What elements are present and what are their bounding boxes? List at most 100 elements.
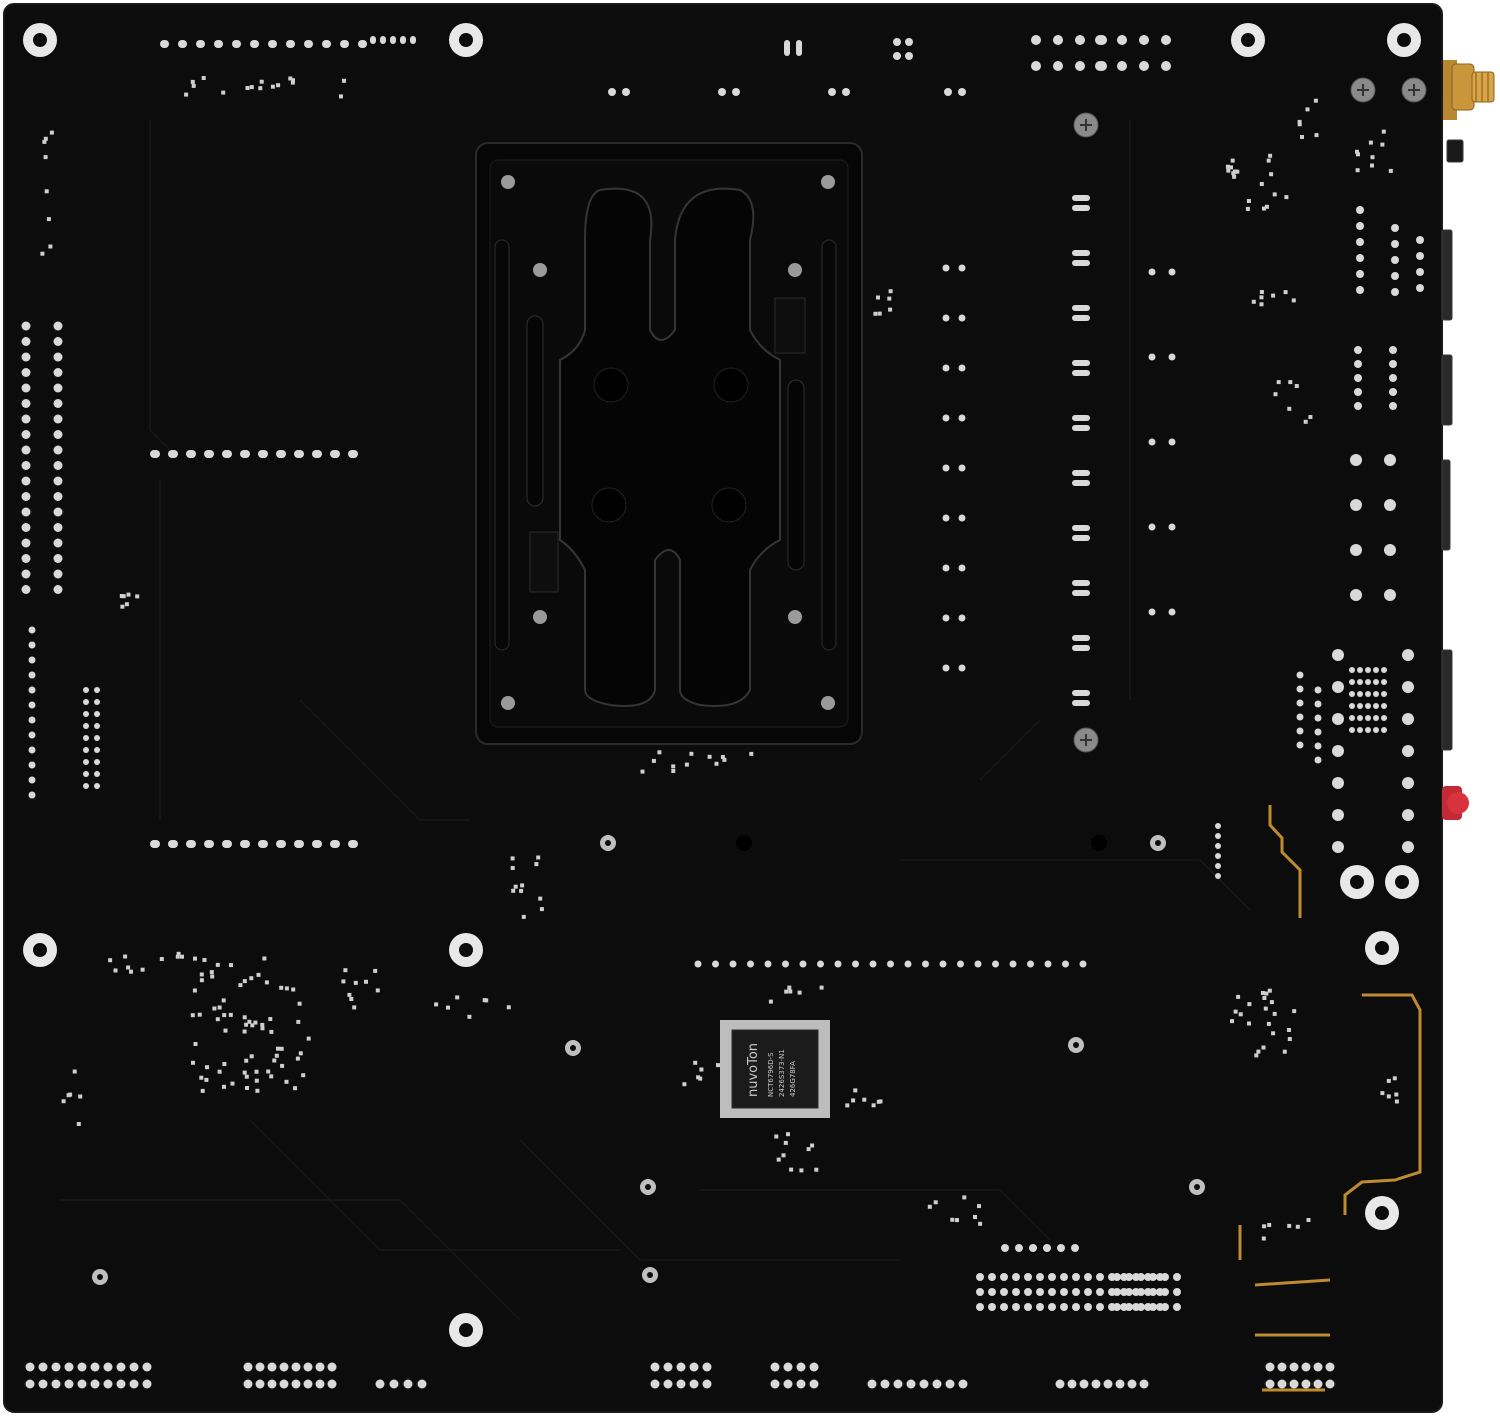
- dimm-pad: [1072, 580, 1090, 586]
- mounting-hole-center: [1375, 1206, 1389, 1220]
- smd-pad: [288, 76, 293, 81]
- smd-pad: [1266, 158, 1271, 163]
- smd-pad: [693, 1060, 698, 1065]
- io-pin: [1332, 809, 1344, 821]
- bottom-header-pin: [988, 1273, 996, 1281]
- pcie-pad: [168, 450, 178, 458]
- trace: [149, 120, 171, 451]
- solder-dot: [1127, 1379, 1137, 1389]
- left-header-pin: [28, 656, 36, 664]
- pcie-pad: [222, 450, 232, 458]
- dimm-pad: [1072, 470, 1090, 476]
- pcie-pad: [258, 450, 268, 458]
- smd-pad: [1313, 98, 1318, 103]
- smd-pad: [873, 311, 878, 316]
- solder-dot: [958, 1379, 968, 1389]
- solder-dot: [1354, 346, 1362, 354]
- pcie-pad: [330, 450, 340, 458]
- smd-pad: [352, 1005, 357, 1010]
- io-pin: [1402, 649, 1414, 661]
- cpu-backplate: [475, 142, 863, 745]
- smd-pad: [1225, 164, 1230, 169]
- smd-pad: [707, 754, 712, 759]
- smd-pad: [129, 969, 133, 974]
- smd-pad: [722, 757, 727, 762]
- smd-pad: [212, 1006, 217, 1011]
- smd-pad: [1268, 153, 1273, 158]
- left-header-pin: [21, 399, 31, 408]
- dimm-pad: [1072, 535, 1090, 541]
- screw-slot: [1408, 84, 1420, 96]
- solder-dot: [1137, 1273, 1145, 1281]
- smd-pad: [1305, 107, 1310, 112]
- smd-pad: [787, 985, 792, 990]
- io-grid-pin: [1365, 715, 1371, 721]
- backplate-screw: [821, 696, 835, 710]
- smd-pad: [199, 978, 204, 983]
- solder-dot: [893, 52, 901, 60]
- smd-pad: [126, 965, 131, 970]
- smd-pad: [184, 92, 189, 97]
- solder-dot: [919, 1379, 929, 1389]
- solder-dot: [1139, 1379, 1149, 1389]
- smd-pad: [222, 1062, 227, 1066]
- bottom-edge-pin: [38, 1362, 48, 1372]
- left-header-pin: [28, 746, 36, 754]
- solder-dot: [992, 960, 999, 968]
- smd-pad: [205, 1065, 209, 1070]
- io-pin: [1350, 454, 1362, 466]
- backplate-screw: [788, 610, 802, 624]
- solder-dot: [942, 464, 950, 472]
- solder-dot: [1079, 1379, 1089, 1389]
- io-grid-pin: [1373, 667, 1379, 673]
- smd-pad: [199, 1075, 204, 1080]
- bottom-header-pin: [976, 1273, 984, 1281]
- smd-pad: [1287, 1223, 1292, 1228]
- trace: [60, 1199, 521, 1321]
- left-header-pin: [21, 554, 31, 563]
- solder-pad: [214, 40, 223, 48]
- solder-dot: [94, 759, 100, 765]
- trace: [700, 1189, 1051, 1241]
- pcie-pad: [150, 450, 160, 458]
- left-header-pin: [53, 507, 63, 517]
- left-header-pin: [21, 507, 31, 517]
- solder-dot: [1149, 1273, 1157, 1281]
- smd-pad: [1251, 299, 1256, 304]
- smd-pad: [1245, 206, 1250, 211]
- smd-pad: [1287, 406, 1292, 411]
- mounting-hole-center: [459, 1323, 473, 1337]
- pcie-pad: [276, 840, 286, 848]
- smd-pad: [279, 985, 284, 990]
- solder-dot: [1354, 402, 1362, 410]
- smd-pad: [1259, 182, 1264, 186]
- solder-pad: [370, 36, 376, 44]
- pcie-pad: [294, 840, 304, 848]
- bottom-edge-pin: [129, 1362, 139, 1372]
- smd-pad: [43, 136, 48, 141]
- smd-pad: [806, 1147, 811, 1152]
- solder-dot: [1389, 346, 1397, 354]
- chip-brand: nuvoTon: [746, 1043, 761, 1097]
- smd-pad: [1267, 988, 1272, 993]
- smd-pad: [272, 1058, 277, 1063]
- solder-dot: [1416, 284, 1424, 292]
- smd-pad: [1262, 996, 1267, 1000]
- smd-pad: [1380, 142, 1385, 147]
- solder-dot: [1389, 402, 1397, 410]
- smd-pad: [190, 79, 195, 84]
- solder-dot: [1296, 671, 1304, 679]
- solder-dot: [1168, 268, 1176, 276]
- smd-pad: [1262, 206, 1266, 211]
- solder-dot: [958, 664, 966, 672]
- smd-pad: [973, 1215, 977, 1219]
- solder-dot: [1161, 1303, 1169, 1311]
- smd-pad: [851, 1098, 856, 1103]
- smd-pad: [301, 1073, 306, 1078]
- smd-pad: [716, 1063, 720, 1068]
- solder-dot: [417, 1379, 427, 1389]
- dimm-pad: [1072, 590, 1090, 596]
- solder-dot: [887, 960, 894, 968]
- dimm-pad: [1072, 480, 1090, 486]
- solder-dot: [939, 960, 947, 968]
